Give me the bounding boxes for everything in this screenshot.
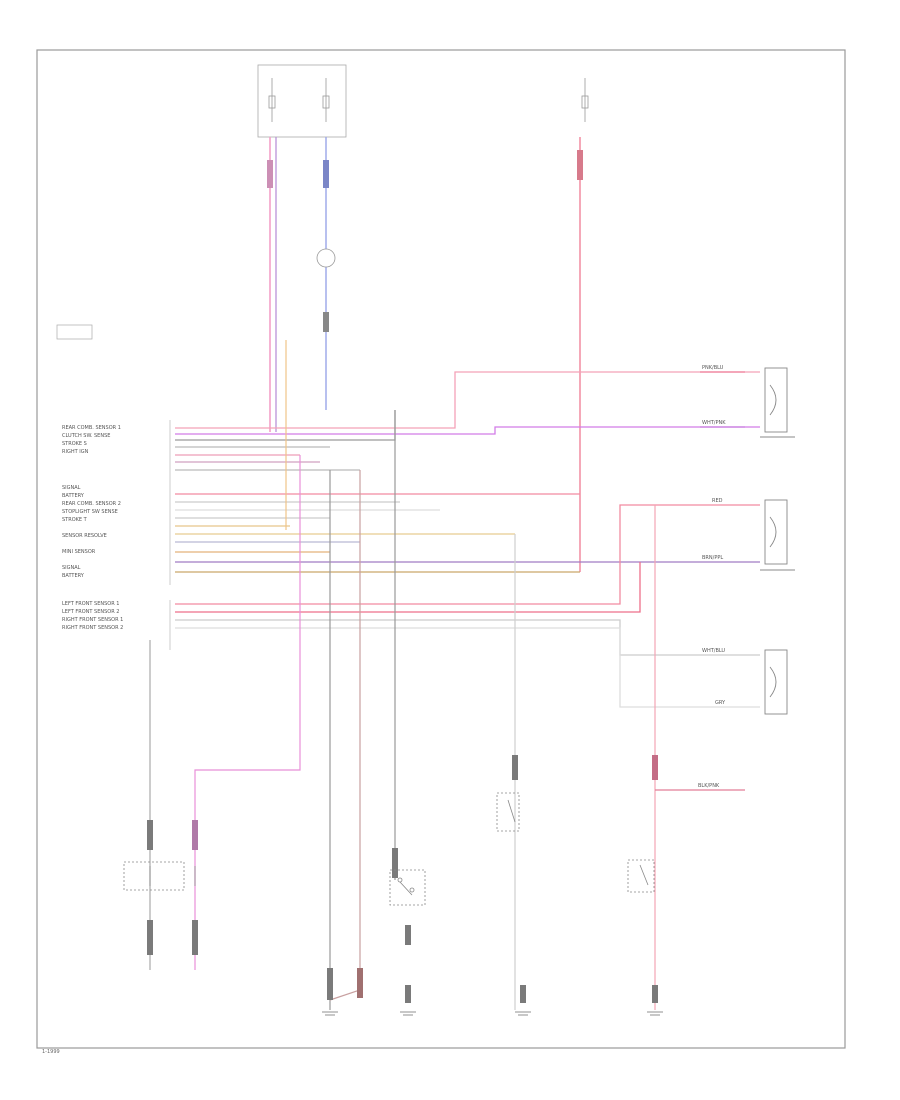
circuit-breaker — [316, 248, 336, 268]
fuse-box-left — [257, 64, 347, 138]
sensor-pin-label-3: RIGHT FRONT SENSOR 1 — [62, 617, 124, 623]
sensor-pin-label-1: LEFT FRONT SENSOR 1 — [62, 601, 120, 607]
module-pin-label-7: BATTERY — [62, 493, 84, 499]
connector-blocks — [147, 755, 658, 1003]
diagram-code: 1-1999 — [42, 1049, 60, 1055]
stoplight-switch — [627, 859, 655, 893]
cruise-switch — [389, 869, 426, 906]
module-pin-label-4: RIGHT IGN — [62, 449, 89, 455]
wire-label-5: WHT/BLU — [702, 648, 726, 654]
clutch-switch — [123, 861, 196, 891]
module-pin-label-10: STROKE T — [62, 517, 87, 523]
wire-label-7: BLK/PNK — [698, 783, 720, 789]
module-pin-label-8: REAR COMB. SENSOR 2 — [62, 501, 121, 507]
diagram-frame — [36, 49, 846, 1049]
connector-pink-top — [267, 160, 273, 188]
connector-blue-top — [323, 160, 329, 188]
module-pin-label-6: SIGNAL — [62, 485, 81, 491]
fuse-left-b — [322, 78, 330, 122]
wire-label-4: BRN/PPL — [702, 555, 724, 561]
wire-label-3: RED — [712, 498, 723, 504]
connector-pink-right — [577, 150, 583, 180]
module-small-box — [56, 324, 93, 340]
module-pin-label-12: MINI SENSOR — [62, 549, 96, 555]
module-pin-label-13: SIGNAL — [62, 565, 81, 571]
module-wires — [175, 371, 760, 708]
connector-blue-mid — [323, 312, 329, 332]
module-pin-label-11: SENSOR RESOLVE — [62, 533, 107, 539]
fuse-right — [581, 78, 589, 122]
sensor-right-rear — [760, 367, 795, 438]
wire-label-6: GRY — [715, 700, 726, 706]
fuse-left-a — [268, 78, 276, 122]
module-pin-label-9: STOPLIGHT SW SENSE — [62, 509, 118, 515]
sensor-pin-label-4: RIGHT FRONT SENSOR 2 — [62, 625, 124, 631]
wire-label-1: PNK/BLU — [702, 365, 724, 371]
module-pin-label-1: REAR COMB. SENSOR 1 — [62, 425, 121, 431]
sensor-left-front — [760, 499, 795, 571]
brake-switch — [496, 792, 520, 832]
module-pin-label-14: BATTERY — [62, 573, 84, 579]
wire-label-2: WHT/PNK — [702, 420, 726, 426]
module-pin-label-2: CLUTCH SW. SENSE — [62, 433, 111, 439]
sensor-pin-label-2: LEFT FRONT SENSOR 2 — [62, 609, 120, 615]
ground-symbols — [322, 1011, 663, 1016]
sensor-right-front — [764, 649, 788, 715]
module-pin-label-3: STROKE S — [62, 441, 87, 447]
